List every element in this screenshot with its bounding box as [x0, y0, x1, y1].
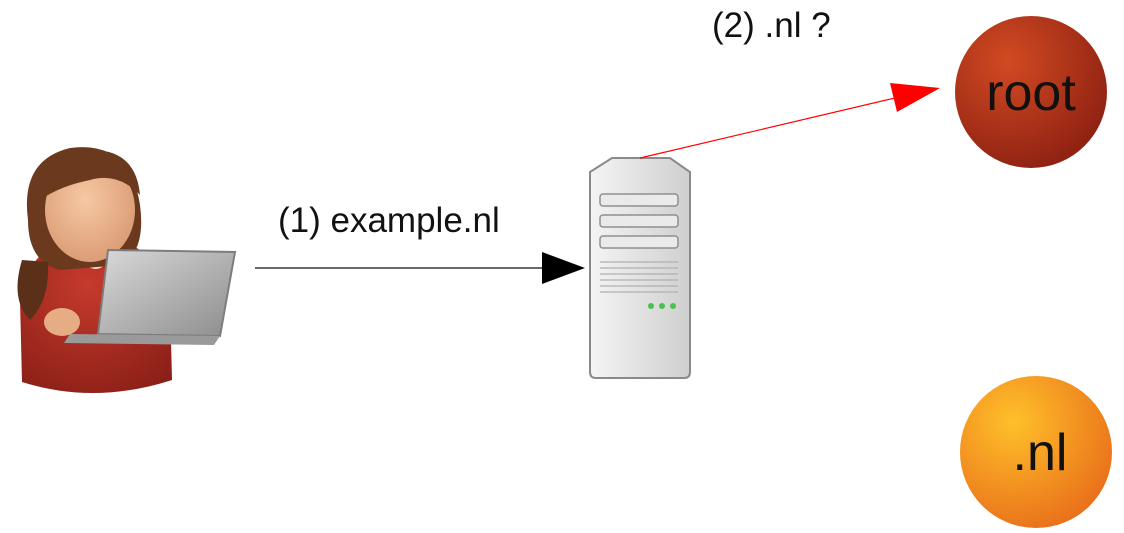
- server-tower-icon: [589, 157, 691, 379]
- edge-label-query-2: (2) .nl ?: [712, 6, 831, 45]
- server-led-icon: [648, 303, 654, 309]
- node-root: root: [951, 12, 1111, 172]
- server-led-icon: [659, 303, 665, 309]
- node-nl: .nl: [956, 372, 1116, 532]
- node-nl-label: .nl: [1013, 424, 1068, 482]
- arrowhead-icon: [890, 83, 940, 112]
- server-led-icon: [670, 303, 676, 309]
- edge-label-query-1: (1) example.nl: [278, 201, 500, 240]
- arrowhead-icon: [542, 252, 585, 284]
- edge-resolver-to-root: [639, 83, 940, 159]
- person-with-laptop-icon: [17, 147, 237, 394]
- edge-client-to-resolver: [255, 252, 585, 284]
- node-root-label: root: [986, 64, 1076, 122]
